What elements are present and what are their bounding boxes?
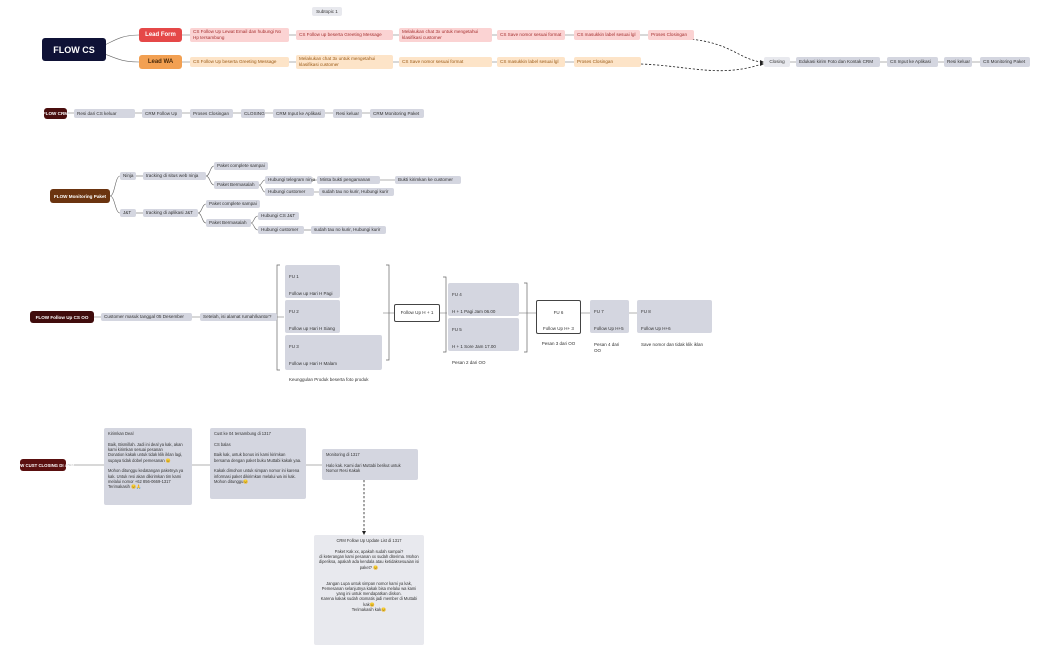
- ninja-not-home[interactable]: sudah tau no kurir, Hubungi kurir: [319, 188, 394, 196]
- fu8-title: FU 8: [641, 308, 651, 314]
- lead-form-node[interactable]: Lead Form: [139, 28, 182, 42]
- lead-form-step[interactable]: CS Save nomor sesuai format: [497, 30, 565, 40]
- lead-form-step[interactable]: Melakukan chat 3x untuk mengetahui klasi…: [399, 28, 492, 42]
- lead-wa-step[interactable]: CS Follow Up beserta Greeting Message: [190, 57, 289, 67]
- follow-up-h1[interactable]: Follow Up H + 1: [394, 304, 440, 322]
- fu7-line: Follow Up H+5: [594, 325, 624, 331]
- fu8-card[interactable]: FU 8 Follow Up H+6 Save nomor dan tidak …: [637, 300, 712, 347]
- ninja-complete[interactable]: Paket complete sampai: [214, 162, 268, 170]
- ninja-contact-customer[interactable]: Hubungi customer: [265, 188, 314, 196]
- lead-wa-node[interactable]: Lead WA: [139, 55, 182, 69]
- jnt-problem[interactable]: Paket Bermasalah: [206, 219, 251, 227]
- fu5-line: Pesan 2 dari OO: [452, 360, 486, 366]
- lead-form-step[interactable]: Proses Closingan: [648, 30, 694, 40]
- lead-wa-step[interactable]: CS masukkin label sesuai lgl: [497, 57, 565, 67]
- lead-wa-step[interactable]: CS Save nomor sesuai format: [399, 57, 492, 67]
- closing-node[interactable]: Closing: [764, 57, 790, 67]
- customer-entry[interactable]: Customer masuk tanggal 05 Desember: [101, 313, 192, 321]
- fu3-line: Follow up Hari H Malam: [289, 360, 338, 366]
- crm-step[interactable]: CRM Monitoring Paket: [370, 109, 424, 118]
- fu6-line: Follow Up H+ 3: [543, 325, 574, 331]
- fu3-line: Keunggulan Produk beserta foto produk: [289, 377, 369, 383]
- deal-card[interactable]: Kirimkan Deal Baik, Bismillah. Jadi ini …: [104, 428, 192, 505]
- ninja-ask-proof[interactable]: Minta bukti pengamanan: [317, 176, 380, 184]
- crm-step[interactable]: Resi dari CS keluar: [74, 109, 135, 118]
- fu6-card[interactable]: FU 6 Follow Up H+ 3 Pesan 3 dari OO: [536, 300, 581, 346]
- jnt-node[interactable]: J&T: [120, 209, 136, 217]
- fu2-line: Follow up Hari H Siang: [289, 325, 336, 331]
- ninja-problem[interactable]: Paket Bermasalah: [214, 181, 259, 189]
- crm-step[interactable]: CRM Follow Up: [142, 109, 182, 118]
- fu2-title: FU 2: [289, 308, 299, 314]
- fu8-line: Follow Up H+6: [641, 325, 671, 331]
- jnt-contact-customer[interactable]: Hubungi customer: [258, 226, 304, 234]
- fu5-card[interactable]: FU 5 H + 1 Sore Jam 17.00 Pesan 2 dari O…: [448, 318, 519, 365]
- ninja-send-proof[interactable]: Bukti kirimkan ke customer: [395, 176, 461, 184]
- fu7-card[interactable]: FU 7 Follow Up H+5 Pesan 4 dari OO: [590, 300, 629, 353]
- flow-closing-root[interactable]: FLOW CUST CLOSING DI 4524: [12, 459, 74, 471]
- fu4-title: FU 4: [452, 291, 462, 297]
- crm-step[interactable]: Proses Closingan: [190, 109, 233, 118]
- ninja-node[interactable]: Ninja: [120, 172, 136, 180]
- crm-step[interactable]: Resi keluar: [333, 109, 362, 118]
- flow-crm-root[interactable]: FLOW CRM: [43, 108, 68, 119]
- monitoring-card[interactable]: Monitoring di 1317 Halo kak. Kami dari M…: [322, 449, 418, 480]
- jnt-tracking[interactable]: tracking di aplikasi J&T: [143, 209, 198, 217]
- fu8-line: Save nomor dan tidak klik iklan: [641, 342, 704, 348]
- closing-step[interactable]: Edukasi kirim Foto dan Kontak CRM: [796, 57, 880, 67]
- jnt-contact-cs[interactable]: Hubungi CS J&T: [258, 212, 299, 220]
- fu4-line: H + 1 Pagi Jam 06.00: [452, 308, 496, 314]
- lead-wa-step[interactable]: Melakukan chat 3x untuk mengetahui klasi…: [296, 55, 393, 69]
- flow-followup-root[interactable]: FLOW Follow Up CS OO: [30, 311, 94, 323]
- jnt-not-home[interactable]: sudah tau no kurir, Hubungi kurir: [311, 226, 386, 234]
- closing-step[interactable]: Resi keluar: [944, 57, 972, 67]
- crm-step[interactable]: CRM Input ke Aplikasi: [273, 109, 325, 118]
- fu6-line: Pesan 3 dari OO: [541, 341, 576, 347]
- fu1-title: FU 1: [289, 273, 299, 279]
- fu2-card[interactable]: FU 2 Follow up Hari H Siang Testi besert…: [285, 300, 340, 347]
- crm-followup-card[interactable]: CRM Follow Up Update List di 1317 Paket …: [314, 535, 424, 645]
- closing-step[interactable]: CS Monitoring Paket: [980, 57, 1030, 67]
- subtopic-node[interactable]: Subtopic 1: [312, 7, 342, 16]
- lead-form-step[interactable]: CS masukkin label sesuai lgl: [574, 30, 640, 40]
- fu5-line: H + 1 Sore Jam 17.00: [452, 343, 496, 349]
- fu7-title: FU 7: [594, 308, 604, 314]
- fu6-title: FU 6: [553, 309, 564, 315]
- flow-cs-root[interactable]: FLOW CS: [42, 38, 106, 61]
- after-address[interactable]: Setelah, isi alamat rumah/kantor?: [200, 313, 277, 321]
- ninja-tracking[interactable]: tracking di situs web ninja: [143, 172, 206, 180]
- fu4-card[interactable]: FU 4 H + 1 Pagi Jam 06.00 Benefit membel…: [448, 283, 519, 330]
- fu1-line: Follow up Hari H Pagi: [289, 290, 333, 296]
- lead-form-step[interactable]: CS Follow Up Lewat Email dan hubungi No …: [190, 28, 289, 42]
- ninja-contact-telegram[interactable]: Hubungi telegram ninja: [265, 176, 315, 184]
- lead-wa-step[interactable]: Proses Closingan: [574, 57, 641, 67]
- closing-step[interactable]: CS Input ke Aplikasi: [887, 57, 938, 67]
- fu5-title: FU 5: [452, 326, 462, 332]
- lead-form-step[interactable]: CS Follow up beserta Greeting Message: [296, 30, 393, 40]
- fu7-line: Pesan 4 dari OO: [594, 342, 620, 354]
- flow-monitoring-root[interactable]: FLOW Monitoring Paket: [50, 189, 110, 203]
- cust-connected-card[interactable]: Cust ke 04 tersambung di 1317 CS balas B…: [210, 428, 306, 499]
- fu1-card[interactable]: FU 1 Follow up Hari H Pagi Pesan I OO: [285, 265, 340, 312]
- jnt-complete[interactable]: Paket complete sampai: [206, 200, 260, 208]
- crm-step[interactable]: CLOSING: [241, 109, 265, 118]
- fu3-card[interactable]: FU 3 Follow up Hari H Malam Keunggulan P…: [285, 335, 382, 382]
- fu3-title: FU 3: [289, 343, 299, 349]
